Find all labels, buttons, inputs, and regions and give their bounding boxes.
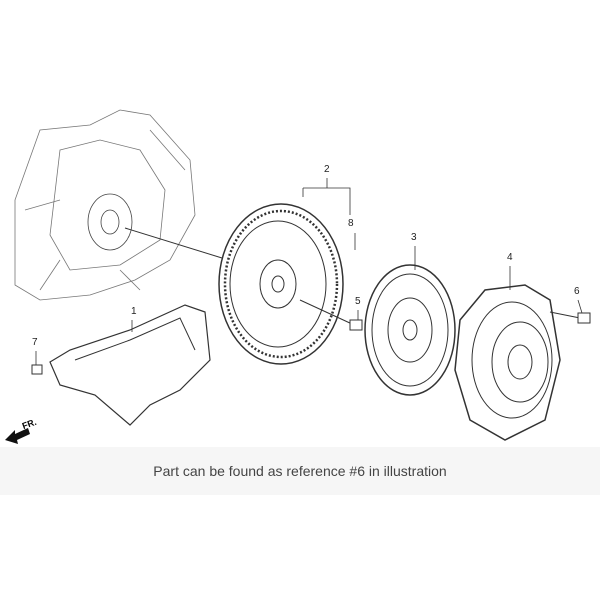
callout-4: 4 xyxy=(507,252,513,263)
clutch-disc xyxy=(364,264,456,396)
callout-2: 2 xyxy=(324,164,330,175)
callout-6: 6 xyxy=(574,286,580,297)
engine-block-outline xyxy=(14,109,196,301)
callout-8: 8 xyxy=(348,218,354,229)
bolt-6 xyxy=(577,312,591,324)
clutch-parts-diagram xyxy=(5,109,591,444)
callout-7: 7 xyxy=(32,337,38,348)
pressure-plate xyxy=(454,284,561,441)
callout-5: 5 xyxy=(355,296,361,307)
flywheel xyxy=(218,203,344,365)
caption-text: Part can be found as reference #6 in ill… xyxy=(153,463,447,479)
leader-lines xyxy=(35,178,583,365)
callout-1: 1 xyxy=(131,306,137,317)
cover-plate xyxy=(49,304,211,426)
bolt-5 xyxy=(349,319,363,331)
caption-band: Part can be found as reference #6 in ill… xyxy=(0,447,600,495)
bolt-7 xyxy=(31,364,43,375)
front-direction-arrow-icon xyxy=(5,428,30,444)
callout-3: 3 xyxy=(411,232,417,243)
